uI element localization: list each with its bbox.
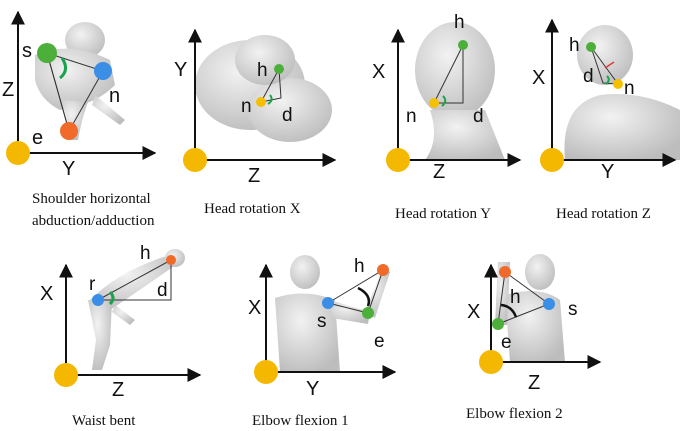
origin-marker (479, 350, 503, 374)
point-label-h: h (140, 243, 151, 264)
point-label-h: h (454, 12, 465, 33)
point-h-marker (458, 40, 468, 50)
caption-line-2: abduction/adduction (32, 213, 155, 229)
point-label-s: s (22, 40, 32, 62)
point-label-s: s (317, 311, 327, 332)
angle-arc (441, 95, 447, 107)
angle-arc (108, 290, 115, 306)
axis-label-vertical: X (467, 301, 480, 323)
point-e-marker (60, 122, 78, 140)
point-label-h: h (510, 287, 521, 308)
axis-label-vertical: Z (2, 79, 14, 101)
origin-marker (183, 148, 207, 172)
point-label-e: e (32, 127, 43, 149)
origin-marker (386, 148, 410, 172)
panel-head-rotation-x: Y Z h n d Head rotation X (174, 28, 337, 217)
marker-line (604, 61, 615, 69)
axis-label-horizontal: Z (433, 161, 445, 183)
angle-arc (267, 94, 273, 105)
point-label-r: r (89, 274, 96, 295)
point-s-marker (37, 43, 57, 63)
point-h-marker (377, 264, 389, 276)
caption-line-1: Shoulder horizontal (32, 191, 151, 207)
point-s-marker (322, 297, 334, 309)
angle-arc (58, 57, 67, 80)
axis-label-vertical: Y (174, 59, 187, 81)
axis-label-horizontal: Y (306, 378, 319, 400)
axis-label-vertical: X (248, 297, 261, 319)
point-label-d: d (583, 66, 594, 87)
axis-label-vertical: X (532, 67, 545, 89)
angle-arc (500, 303, 518, 318)
point-label-h: h (569, 35, 580, 56)
point-label-h: h (354, 256, 365, 277)
point-n-marker (94, 62, 112, 80)
point-label-s: s (568, 299, 578, 320)
segment-lines (433, 44, 464, 104)
point-label-e: e (374, 331, 385, 352)
human-figure (35, 22, 125, 140)
angle-arc (605, 75, 610, 85)
panel-waist-bent: X Z h r d Waist bent (40, 243, 202, 429)
point-n-marker (256, 97, 266, 107)
point-n-marker (613, 79, 623, 89)
caption: Waist bent (72, 413, 136, 429)
point-n-marker (429, 98, 439, 108)
caption: Head rotation Y (395, 206, 491, 222)
axis-label-vertical: X (372, 61, 385, 83)
point-h-marker (166, 255, 176, 265)
axis-label-horizontal: Z (112, 379, 124, 401)
axis-label-horizontal: Z (528, 372, 540, 394)
point-label-d: d (473, 106, 484, 127)
panel-elbow-flexion-2: X Z h s e Elbow flexion 2 (466, 254, 602, 422)
caption: Elbow flexion 2 (466, 406, 563, 422)
point-h-marker (499, 266, 511, 278)
segment-lines (590, 46, 620, 85)
panel-elbow-flexion-1: X Y h s e Elbow flexion 1 (248, 255, 397, 429)
origin-marker (6, 141, 30, 165)
axis-label-horizontal: Y (62, 158, 75, 180)
point-r-marker (92, 294, 104, 306)
axis-label-horizontal: Y (601, 161, 614, 183)
human-figure (415, 22, 505, 160)
origin-marker (540, 148, 564, 172)
axis-label-vertical: X (40, 283, 53, 305)
origin-marker (254, 360, 278, 384)
panel-head-rotation-z: X Y h d n Head rotation Z (532, 18, 680, 222)
point-label-h: h (257, 60, 268, 81)
point-h-marker (274, 64, 284, 74)
caption: Head rotation X (204, 201, 301, 217)
point-h-marker (586, 42, 596, 52)
caption: Elbow flexion 1 (252, 413, 349, 429)
point-label-n: n (109, 85, 120, 107)
point-label-n: n (241, 96, 252, 117)
segment-lines (97, 259, 172, 301)
segment-lines (497, 271, 551, 325)
caption: Head rotation Z (556, 206, 651, 222)
segment-s-e (46, 52, 70, 132)
segment-lines (327, 268, 384, 314)
point-label-e: e (501, 332, 512, 353)
axis-label-horizontal: Z (248, 165, 260, 187)
point-e-marker (492, 318, 504, 330)
angle-arc (357, 286, 371, 307)
point-e-marker (362, 307, 374, 319)
human-figure (195, 35, 332, 142)
point-label-d: d (157, 280, 168, 301)
origin-marker (54, 363, 78, 387)
point-label-n: n (406, 106, 417, 127)
panel-shoulder-horizontal: Z Y s n e Shoulder horizontal abduction/… (2, 10, 157, 229)
human-figure (88, 249, 185, 370)
human-figure (564, 25, 680, 160)
point-label-d: d (282, 105, 293, 126)
panel-head-rotation-y: X Z h n d Head rotation Y (372, 12, 522, 222)
point-s-marker (543, 298, 555, 310)
point-label-n: n (624, 78, 635, 99)
